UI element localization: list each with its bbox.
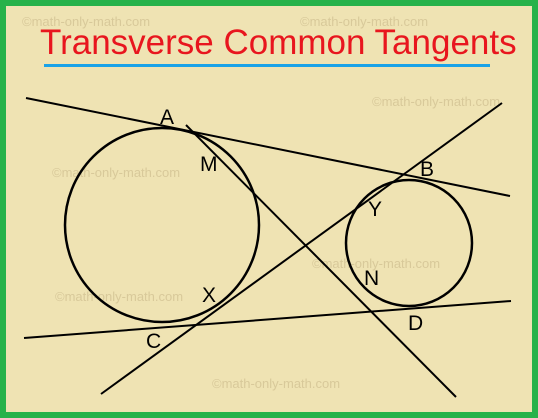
transverse-tangent-xy — [100, 102, 503, 395]
small-circle — [344, 178, 474, 308]
watermark: ©math-only-math.com — [22, 14, 150, 29]
watermarks: ©math-only-math.com ©math-only-math.com … — [22, 14, 500, 391]
label-x: X — [202, 284, 216, 307]
label-n: N — [364, 267, 379, 290]
label-y: Y — [368, 198, 382, 221]
title-underline — [44, 64, 490, 67]
tangent-line-ab — [25, 97, 511, 197]
label-a: A — [160, 106, 174, 129]
watermark: ©math-only-math.com — [55, 289, 183, 304]
label-m: M — [200, 153, 218, 176]
label-d: D — [408, 312, 423, 335]
tangents-diagram: ©math-only-math.com ©math-only-math.com … — [22, 14, 512, 398]
watermark: ©math-only-math.com — [212, 376, 340, 391]
label-b: B — [420, 158, 434, 181]
watermark: ©math-only-math.com — [372, 94, 500, 109]
tangent-line-cd — [23, 300, 512, 339]
large-circle — [63, 126, 261, 324]
watermark: ©math-only-math.com — [312, 256, 440, 271]
page-title: Transverse Common Tangents — [40, 23, 517, 62]
transverse-tangent-mn — [185, 124, 457, 398]
label-c: C — [146, 330, 161, 353]
watermark: ©math-only-math.com — [300, 14, 428, 29]
watermark: ©math-only-math.com — [52, 165, 180, 180]
